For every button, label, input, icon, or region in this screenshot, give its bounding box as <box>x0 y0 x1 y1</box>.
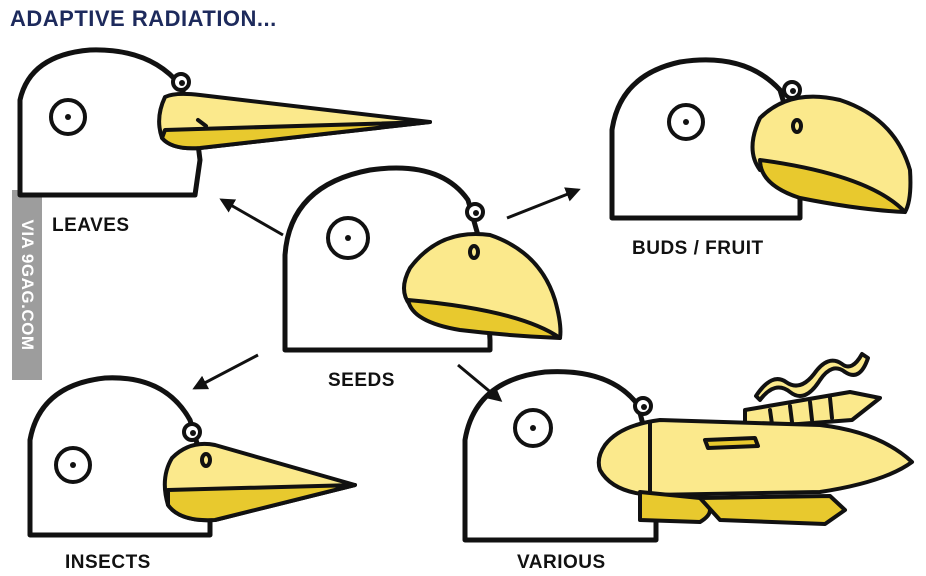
arrow-to-buds-fruit <box>507 190 578 218</box>
bird-various-blade <box>700 496 845 524</box>
label-buds-fruit: BUDS / FRUIT <box>632 238 764 260</box>
bird-seeds <box>285 168 560 350</box>
arrow-to-leaves <box>222 200 283 235</box>
label-seeds: SEEDS <box>328 370 395 392</box>
bird-insects <box>30 378 355 535</box>
bird-various-knife-body <box>599 420 912 495</box>
bird-buds-fruit <box>612 60 910 218</box>
arrow-to-insects <box>195 355 258 388</box>
arrow-to-various <box>458 365 500 400</box>
bird-various <box>465 354 912 540</box>
label-insects: INSECTS <box>65 552 151 574</box>
label-leaves: LEAVES <box>52 215 130 237</box>
label-various: VARIOUS <box>517 552 606 574</box>
